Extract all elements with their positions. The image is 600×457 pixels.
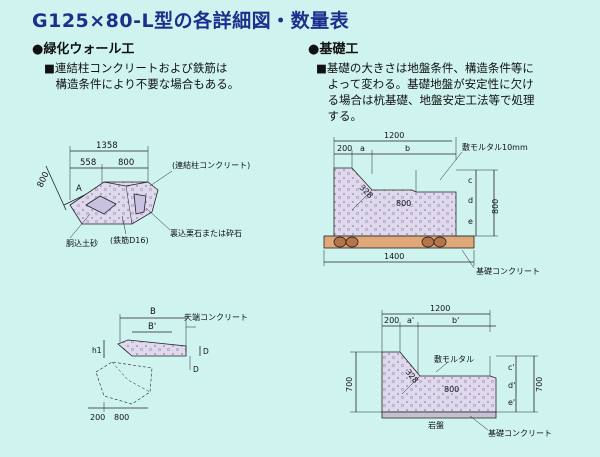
bedrock-foundation-labels: 1200 200 a' b' 敷モルタル 328 800 c' d' e' 70… — [345, 304, 552, 438]
backfill-soil-label: 胴込土砂 — [66, 238, 98, 248]
dim-1400-label: 1400 — [384, 252, 404, 261]
dim-700-left-label: 700 — [345, 377, 354, 392]
leader-line — [149, 170, 173, 187]
pile — [433, 236, 447, 248]
backfill-stone-label: 裏込栗石または砕石 — [170, 228, 242, 238]
block-edge — [125, 185, 133, 225]
dim-a-label: a — [360, 144, 365, 153]
note-line: 構造条件により不要な場合もある。 — [44, 77, 240, 91]
dim-800-height-label: 800 — [491, 199, 500, 214]
stone-pocket — [133, 193, 147, 215]
base-concrete-label: 基礎コンクリート — [488, 428, 552, 438]
dim-a-label: A — [76, 184, 82, 194]
dim-e-prime-label: e' — [508, 398, 515, 407]
crown-concrete-diagram — [88, 314, 201, 412]
dim-c-label: c — [468, 176, 472, 185]
note-line: ■基礎の大きさは地盤条件、構造条件等に — [316, 61, 534, 75]
section-heading-foundation: ●基礎工 — [308, 42, 359, 57]
leader-line — [461, 249, 475, 269]
leader-line — [469, 415, 489, 431]
dim-b-prime-label: B' — [148, 322, 156, 332]
dim-b-label: B — [150, 307, 156, 317]
dim-inner-800-label: 800 — [444, 385, 459, 394]
dim-c-prime-label: c' — [508, 363, 515, 372]
wall-block-plan-diagram — [45, 146, 173, 239]
pile — [345, 236, 359, 248]
mortar-label: 敷モルタル10mm — [462, 142, 528, 152]
foundation-section-diagram — [323, 137, 498, 269]
dim-1200-label: 1200 — [384, 131, 404, 140]
mortar-label: 敷モルタル — [434, 354, 474, 364]
note-line: ■連結柱コンクリートおよび鉄筋は — [44, 61, 228, 75]
rebar-label: (鉄筋D16) — [110, 235, 149, 245]
dim-558-label: 558 — [80, 158, 96, 168]
bedrock-label: 岩盤 — [428, 420, 444, 430]
foundation-concrete — [333, 167, 457, 237]
note-line: する。 — [316, 109, 362, 123]
crown-concrete-label: 天端コンクリート — [184, 312, 248, 322]
dim-700-right-label: 700 — [535, 377, 544, 392]
leader-line — [439, 151, 463, 181]
bedrock — [381, 411, 497, 419]
dim-200-label: 200 — [384, 316, 399, 325]
dim-1200-label: 1200 — [430, 304, 450, 313]
bedrock-foundation-diagram — [350, 310, 538, 431]
crown-concrete-labels: B B' 天端コンクリート h1 D D 200 800 — [90, 307, 248, 422]
dim-h1-label: h1 — [92, 346, 102, 355]
page-title: G125×80-L型の各詳細図・数量表 — [32, 10, 350, 32]
dim-b-label: b — [405, 144, 410, 153]
dim-b-prime-label: b' — [452, 316, 459, 325]
base-concrete-label: 基礎コンクリート — [476, 266, 540, 276]
note-line: る場合は杭基礎、地盤安定工法等で処理 — [316, 93, 535, 107]
dim-d-label: d — [468, 196, 473, 205]
pile — [333, 236, 347, 248]
dashed-block-edge — [111, 361, 151, 393]
column-concrete-label: (連結柱コンクリート) — [172, 160, 250, 170]
dim-e-label: e — [468, 217, 473, 226]
dim-d-dash-label: D — [193, 365, 199, 374]
foundation-note: ■基礎の大きさは地盤条件、構造条件等に よって変わる。基礎地盤が安定性に欠け る… — [316, 60, 535, 124]
greening-wall-note: ■連結柱コンクリートおよび鉄筋は 構造条件により不要な場合もある。 — [44, 60, 239, 92]
dim-overall-label: 1358 — [96, 141, 118, 151]
leader-line — [435, 361, 449, 373]
dim-a-prime-label: a' — [407, 316, 414, 325]
dim-200-label: 200 — [337, 144, 352, 153]
section-heading-greening-wall: ●緑化ウォール工 — [32, 42, 135, 57]
dim-d-label: D — [203, 347, 209, 356]
crown-concrete-shape — [117, 339, 187, 357]
note-line: よって変わる。基礎地盤が安定性に欠け — [316, 77, 534, 91]
soil-pocket — [85, 195, 117, 215]
leader-line — [69, 213, 91, 239]
slope-line — [351, 189, 373, 211]
dim-line-side — [45, 165, 67, 211]
dim-800-label: 800 — [114, 413, 129, 422]
dashed-block-outline — [95, 361, 153, 405]
pile — [421, 236, 435, 248]
leader-line — [145, 207, 171, 231]
slope-line — [401, 375, 421, 395]
leader-line — [121, 215, 127, 235]
dim-800-label: 800 — [118, 158, 134, 168]
dim-200-label: 200 — [90, 413, 105, 422]
dim-inner-800-label: 800 — [396, 199, 411, 208]
dim-d-prime-label: d' — [508, 381, 515, 390]
